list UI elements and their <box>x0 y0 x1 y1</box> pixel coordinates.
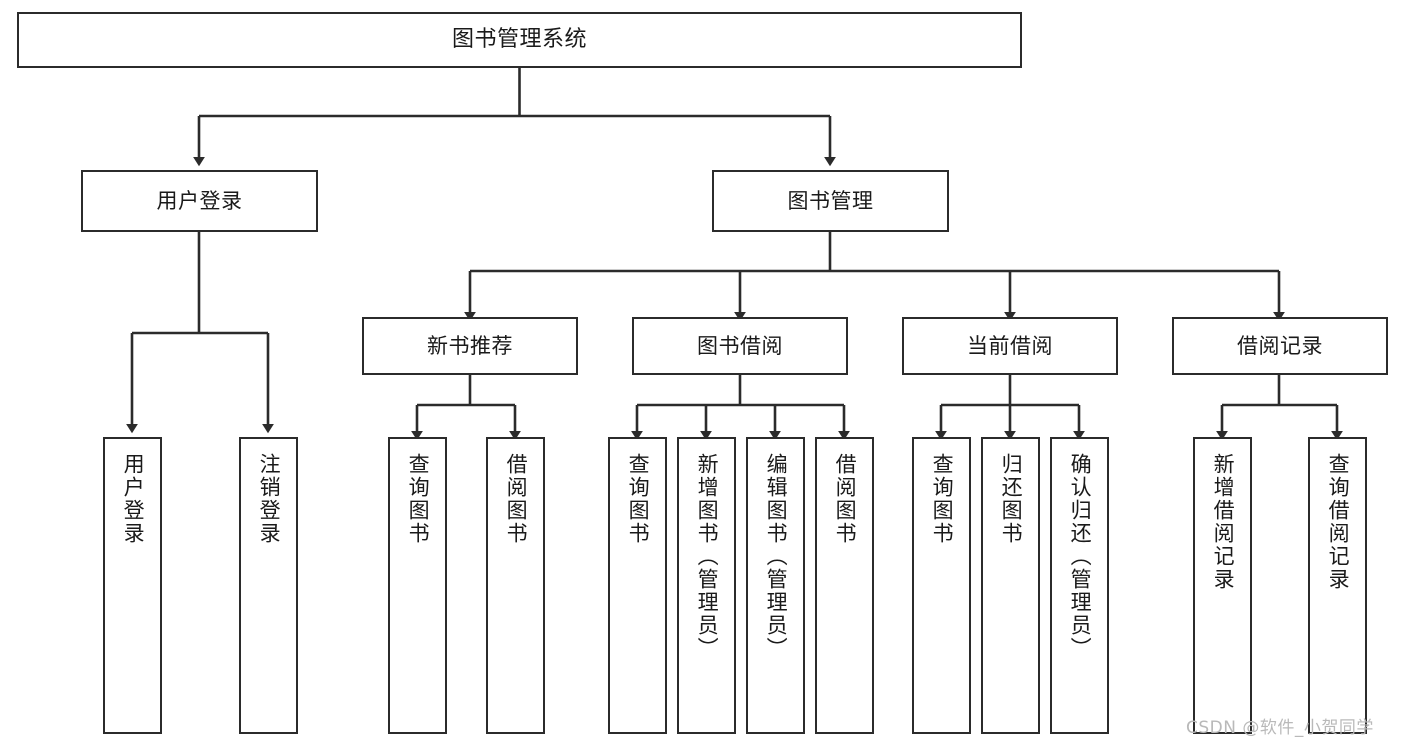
node-leaf-add-book-label: 新增图书（管理员） <box>695 453 720 660</box>
node-leaf-confirm-return-label: 确认归还（管理员） <box>1068 453 1093 660</box>
node-root-system-label: 图书管理系统 <box>451 27 587 53</box>
node-leaf-add-record-label: 新增借阅记录 <box>1211 453 1236 591</box>
node-leaf-return-book-label: 归还图书 <box>999 453 1024 545</box>
node-leaf-query-record-label: 查询借阅记录 <box>1326 453 1351 591</box>
node-leaf-add-record[interactable]: 新增借阅记录 <box>1193 437 1252 734</box>
node-user-login-label: 用户登录 <box>156 188 243 213</box>
csdn-watermark: CSDN @软件_小贺同学 <box>1186 718 1374 738</box>
node-new-book-rec-label: 新书推荐 <box>427 333 513 358</box>
node-leaf-edit-book[interactable]: 编辑图书（管理员） <box>746 437 805 734</box>
node-leaf-borrow-book-2-label: 借阅图书 <box>833 453 858 545</box>
node-leaf-query-book-1-label: 查询图书 <box>406 453 431 545</box>
node-book-manage[interactable]: 图书管理 <box>712 170 949 232</box>
node-current-borrow-label: 当前借阅 <box>967 333 1053 358</box>
node-borrow-record[interactable]: 借阅记录 <box>1172 317 1388 375</box>
node-book-manage-label: 图书管理 <box>787 188 874 213</box>
node-leaf-borrow-book-1-label: 借阅图书 <box>504 453 529 545</box>
node-leaf-query-record[interactable]: 查询借阅记录 <box>1308 437 1367 734</box>
node-leaf-query-book-3[interactable]: 查询图书 <box>912 437 971 734</box>
node-root-system[interactable]: 图书管理系统 <box>17 12 1022 68</box>
node-leaf-borrow-book-2[interactable]: 借阅图书 <box>815 437 874 734</box>
node-leaf-query-book-1[interactable]: 查询图书 <box>388 437 447 734</box>
node-leaf-query-book-3-label: 查询图书 <box>930 453 955 545</box>
node-leaf-logout-login-label: 注销登录 <box>257 453 282 545</box>
node-leaf-query-book-2-label: 查询图书 <box>626 453 651 545</box>
node-current-borrow[interactable]: 当前借阅 <box>902 317 1118 375</box>
node-borrow-record-label: 借阅记录 <box>1237 333 1323 358</box>
node-leaf-return-book[interactable]: 归还图书 <box>981 437 1040 734</box>
node-new-book-rec[interactable]: 新书推荐 <box>362 317 578 375</box>
node-leaf-user-login-label: 用户登录 <box>121 453 146 545</box>
node-book-borrow-label: 图书借阅 <box>697 333 783 358</box>
node-leaf-borrow-book-1[interactable]: 借阅图书 <box>486 437 545 734</box>
node-leaf-user-login[interactable]: 用户登录 <box>103 437 162 734</box>
node-leaf-confirm-return[interactable]: 确认归还（管理员） <box>1050 437 1109 734</box>
node-leaf-edit-book-label: 编辑图书（管理员） <box>764 453 789 660</box>
node-leaf-query-book-2[interactable]: 查询图书 <box>608 437 667 734</box>
node-leaf-add-book[interactable]: 新增图书（管理员） <box>677 437 736 734</box>
node-leaf-logout-login[interactable]: 注销登录 <box>239 437 298 734</box>
node-user-login[interactable]: 用户登录 <box>81 170 318 232</box>
node-book-borrow[interactable]: 图书借阅 <box>632 317 848 375</box>
